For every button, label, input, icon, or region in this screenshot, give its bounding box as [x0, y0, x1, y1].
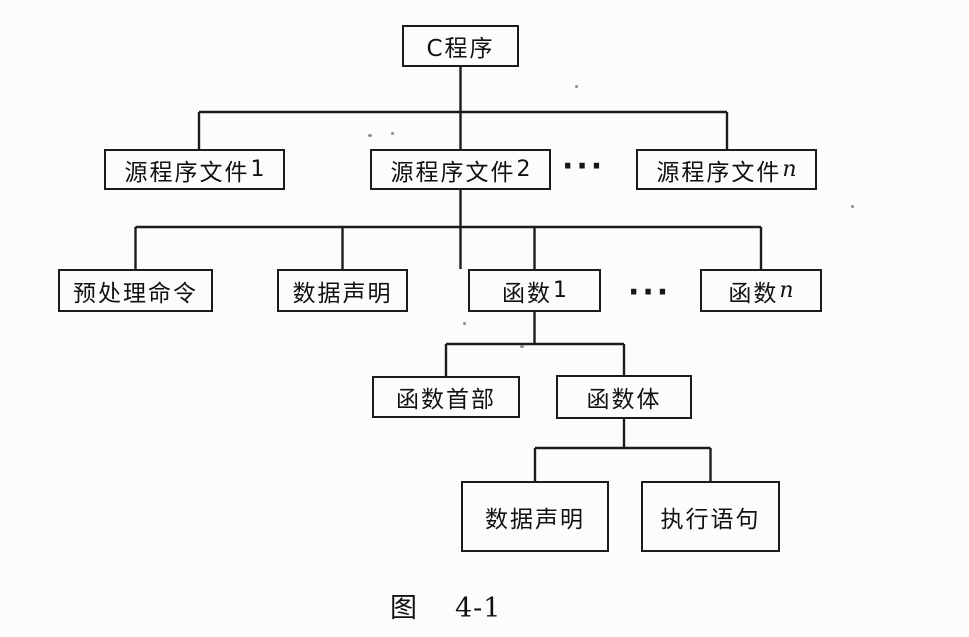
node-label: 数据声明 [485, 506, 585, 533]
node-preprocessor-commands: 预处理命令 [58, 269, 213, 312]
node-label: 预处理命令 [73, 280, 198, 307]
node-c-program: C程序 [402, 25, 519, 67]
node-data-declaration: 数据声明 [277, 269, 408, 312]
scan-speck [368, 134, 372, 137]
ellipsis-functions: ··· [628, 275, 672, 310]
figure-caption: 图 4-1 [390, 586, 501, 625]
figure-caption-number: 4-1 [455, 593, 502, 624]
node-label-suffix: n [782, 157, 797, 182]
node-label-suffix: 1 [250, 157, 265, 182]
ellipsis-source-files: ··· [562, 149, 606, 184]
node-label: 函数体 [586, 387, 662, 413]
node-body-data-declaration: 数据声明 [461, 481, 609, 552]
scan-speck [575, 85, 578, 88]
scan-speck [463, 322, 466, 325]
node-label: 函数 [728, 280, 779, 307]
figure-caption-label: 图 [390, 593, 417, 624]
scan-speck [391, 132, 394, 135]
node-label-suffix: n [779, 278, 794, 303]
scan-speck [851, 205, 854, 208]
node-label: 函数首部 [396, 387, 496, 413]
scan-speck [520, 345, 524, 348]
node-label: 源程序文件 [656, 159, 782, 186]
node-execution-statements: 执行语句 [641, 481, 780, 552]
node-function-header: 函数首部 [372, 376, 520, 418]
node-label: 函数 [502, 280, 552, 307]
node-function-body: 函数体 [556, 375, 692, 419]
node-label: 源程序文件 [124, 159, 250, 186]
node-label: 执行语句 [660, 506, 761, 533]
node-label-suffix: 1 [553, 278, 567, 303]
node-label: 数据声明 [292, 280, 393, 307]
node-label-suffix: 2 [516, 157, 531, 182]
node-label: 源程序文件 [390, 159, 516, 186]
node-label: C程序 [426, 36, 495, 62]
